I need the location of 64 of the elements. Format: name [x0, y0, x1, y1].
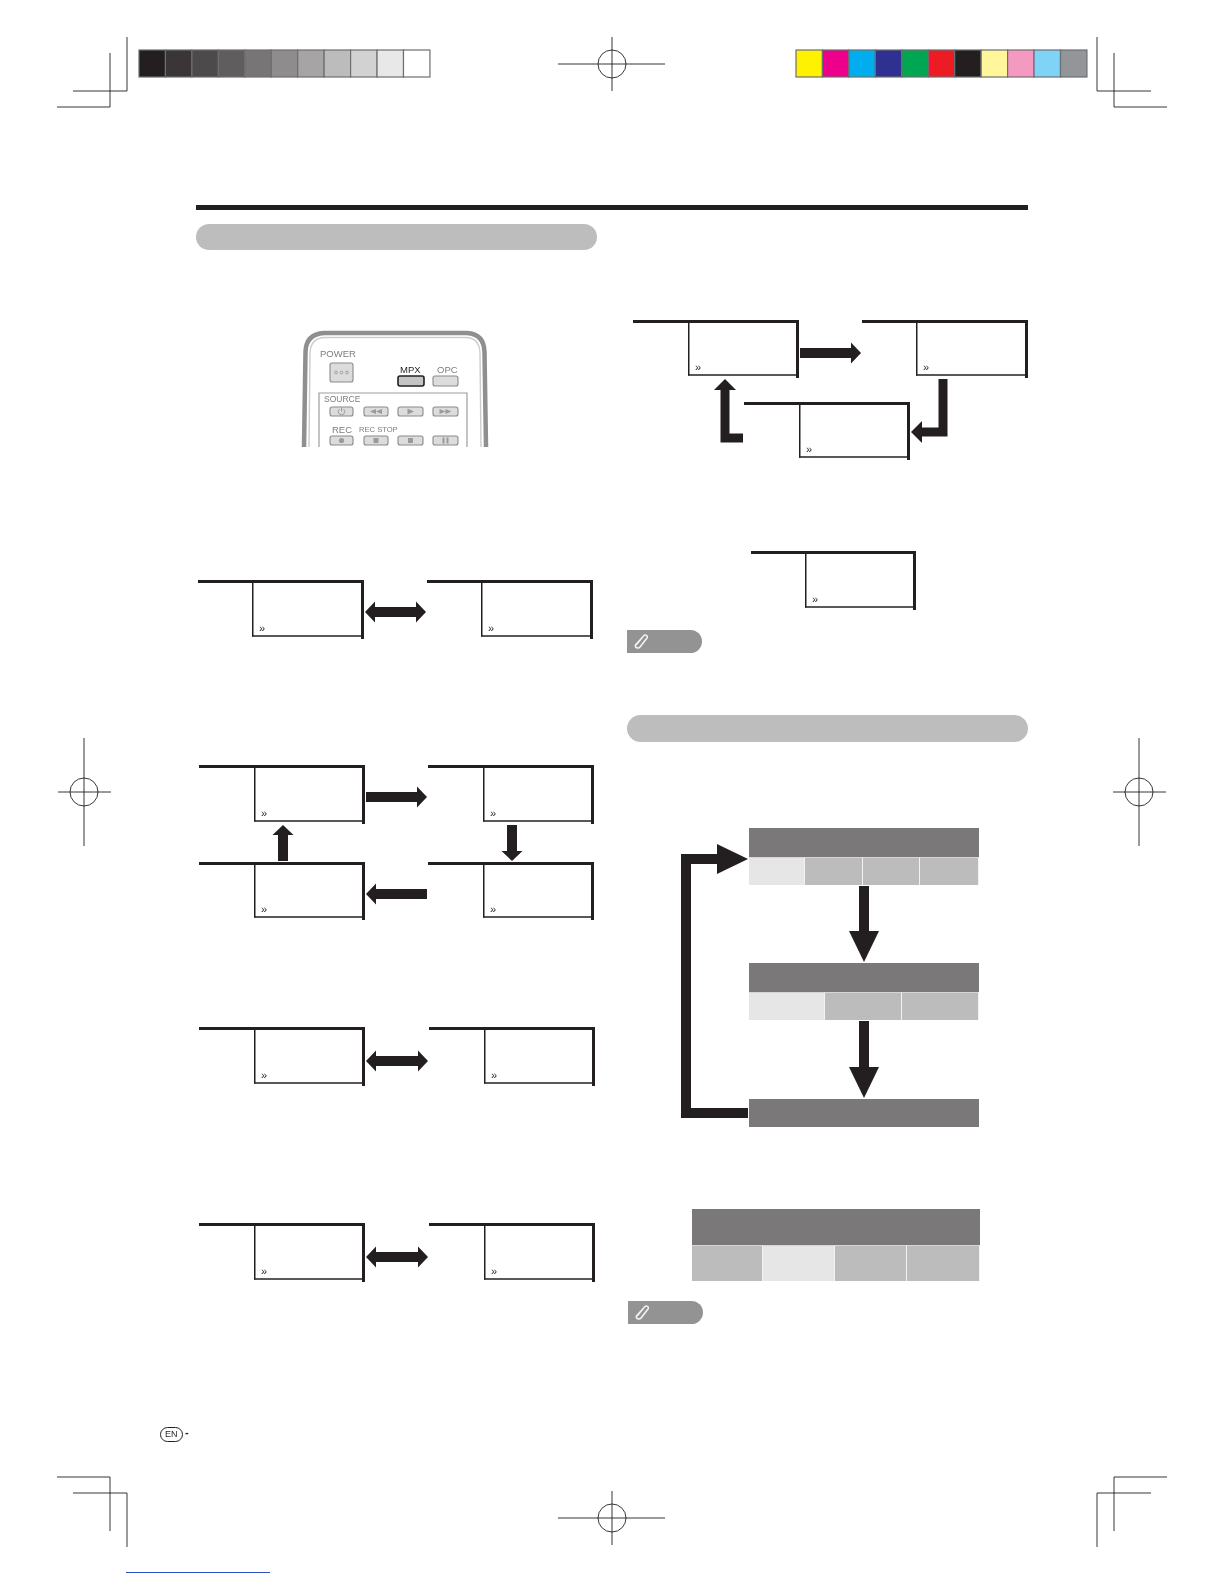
guide-mark: » [491, 1070, 498, 1081]
menu-panel [749, 963, 979, 1020]
menu-panel [692, 1209, 980, 1281]
bent-arrow [681, 844, 748, 1118]
screen-display-box [199, 862, 365, 920]
block-arrow [366, 1050, 428, 1072]
block-arrow [366, 883, 427, 905]
guide-mark: » [490, 808, 497, 819]
guide-mark: » [695, 362, 702, 373]
guide-mark: » [923, 362, 930, 373]
screen-display-box [199, 1027, 365, 1086]
button-label: SOURCE [324, 395, 361, 404]
guide-mark: » [806, 444, 813, 455]
menu-panel [749, 1099, 979, 1127]
guide-mark: » [261, 1266, 268, 1277]
block-arrow [849, 1021, 879, 1098]
screen-display-box [198, 580, 364, 639]
screen-display-box [427, 580, 593, 639]
block-arrow [849, 886, 879, 962]
screen-display-box [199, 1223, 365, 1282]
screen-display-box [633, 320, 799, 378]
block-arrow [366, 1246, 428, 1268]
bent-arrow [911, 379, 948, 443]
screen-display-box [744, 402, 910, 460]
block-arrow [501, 825, 523, 861]
guide-mark: » [261, 808, 268, 819]
option-tile [749, 992, 825, 1020]
button-label: OPC [437, 365, 458, 375]
guide-mark: » [812, 594, 819, 605]
guide-mark: » [261, 904, 268, 915]
option-tile [692, 1245, 763, 1281]
option-tile [825, 992, 902, 1020]
block-arrow [800, 342, 861, 364]
guide-mark: » [490, 904, 497, 915]
guide-mark: » [261, 1070, 268, 1081]
block-arrow [365, 601, 426, 623]
bent-arrow [714, 379, 743, 443]
guide-mark: » [488, 623, 495, 634]
block-arrow [272, 825, 294, 861]
option-tile [805, 857, 863, 885]
guide-mark: » [259, 623, 266, 634]
option-tile [907, 1245, 980, 1281]
section-heading-bar [196, 224, 597, 250]
option-tile [920, 857, 979, 885]
screen-display-box [199, 765, 365, 824]
screen-display-box [429, 1027, 595, 1086]
option-tile [902, 992, 979, 1020]
option-tile [835, 1245, 907, 1281]
option-tile [763, 1245, 835, 1281]
guide-mark: » [491, 1266, 498, 1277]
screen-display-box [751, 551, 916, 610]
section-heading-bar [627, 715, 1028, 742]
menu-panel [749, 828, 979, 885]
page-dash: - [185, 1427, 189, 1438]
option-tile [749, 857, 805, 885]
screen-display-box [428, 765, 594, 824]
block-arrow [366, 786, 427, 808]
screen-display-box [429, 1223, 595, 1282]
button-label: REC [332, 425, 353, 435]
button-label: POWER [320, 349, 356, 359]
screen-display-box [428, 862, 594, 920]
option-tile [863, 857, 920, 885]
screen-display-box [862, 320, 1028, 378]
button-label: MPX [400, 365, 421, 375]
